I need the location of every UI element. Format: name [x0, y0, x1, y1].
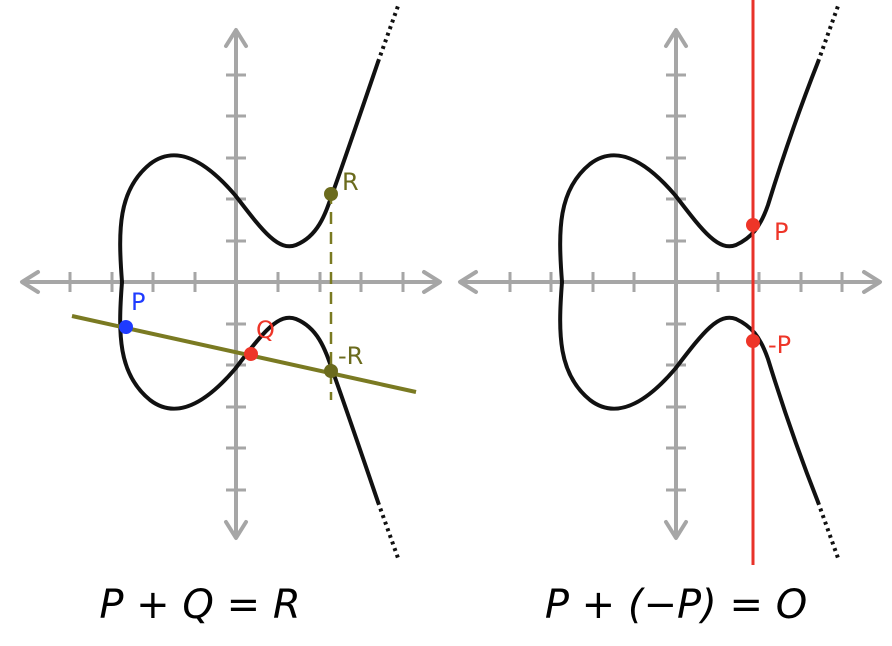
right-label-negP: -P — [768, 331, 791, 359]
left-axes — [20, 28, 442, 540]
right-axes — [458, 28, 882, 540]
left-curve-lower — [118, 280, 380, 504]
right-label-P: P — [774, 218, 788, 246]
right-x-ticks — [508, 272, 844, 292]
left-label-Q: Q — [256, 316, 275, 344]
right-point-negP — [746, 334, 760, 348]
left-point-R — [324, 187, 338, 201]
right-curve-upper — [558, 60, 820, 284]
right-y-arrow-bottom — [664, 520, 688, 540]
right-panel: P -P P + (−P) = O — [458, 0, 882, 628]
left-point-negR — [324, 364, 338, 378]
right-y-arrow-top — [664, 28, 688, 48]
left-label-R: R — [342, 168, 359, 196]
right-equation: P + (−P) = O — [545, 582, 807, 628]
left-point-P — [119, 320, 133, 334]
left-equation: P + Q = R — [99, 582, 300, 628]
left-panel: P Q R -R P + Q = R — [20, 5, 442, 628]
left-x-arrow-left — [20, 270, 40, 294]
right-curve-lower — [558, 280, 820, 504]
right-curve-upper-dots — [816, 5, 840, 63]
left-label-P: P — [131, 288, 145, 316]
left-curve-upper-dots — [376, 5, 400, 63]
right-curve-lower-dots — [816, 501, 840, 559]
left-label-negR: -R — [338, 342, 363, 370]
left-curve-lower-dots — [376, 501, 400, 559]
right-elliptic-curve — [558, 5, 840, 559]
left-elliptic-curve — [118, 5, 400, 559]
right-x-arrow-right — [862, 270, 882, 294]
right-point-P — [746, 218, 760, 232]
left-y-arrow-bottom — [224, 520, 248, 540]
left-x-arrow-right — [422, 270, 442, 294]
left-point-Q — [244, 347, 258, 361]
left-curve-upper — [118, 60, 380, 284]
right-x-arrow-left — [458, 270, 478, 294]
left-y-arrow-top — [224, 28, 248, 48]
left-x-ticks — [68, 272, 405, 292]
